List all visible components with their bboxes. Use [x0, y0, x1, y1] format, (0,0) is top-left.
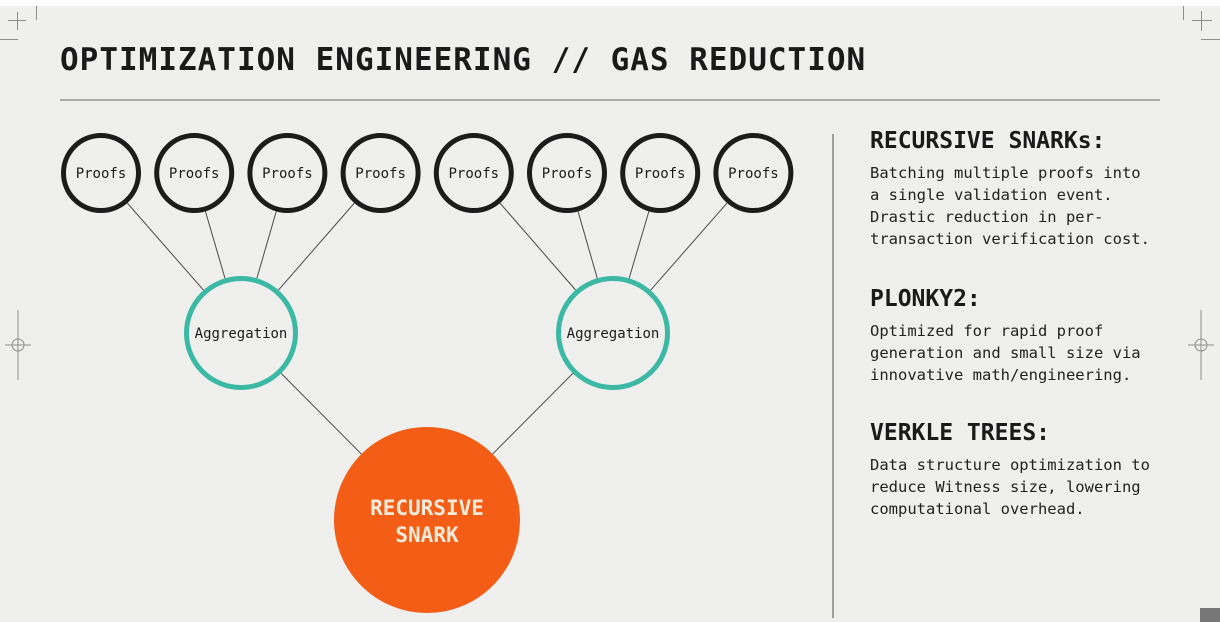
section-plonky2: PLONKY2: Optimized for rapid proof gener… — [870, 286, 1200, 386]
aggregation-node-label: Aggregation — [567, 326, 660, 342]
proof-node-label: Proofs — [728, 166, 779, 182]
proof-to-aggregation-line — [204, 211, 226, 279]
proof-to-aggregation-line — [256, 211, 277, 279]
proof-node-label: Proofs — [449, 166, 500, 182]
aggregation-node-circle — [184, 276, 298, 390]
page-title: OPTIMIZATION ENGINEERING // GAS REDUCTIO… — [60, 42, 867, 78]
proof-node: Proofs — [61, 133, 141, 213]
aggregation-to-root-line — [492, 373, 574, 455]
proof-node-label: Proofs — [76, 166, 127, 182]
proof-node-circle — [713, 133, 794, 213]
section-heading: PLONKY2: — [870, 286, 981, 312]
proof-node-circle — [61, 133, 141, 213]
aggregation-node-circle — [556, 276, 670, 390]
slide: OPTIMIZATION ENGINEERING // GAS REDUCTIO… — [0, 6, 1220, 622]
corner-mark-top-right — [1201, 11, 1202, 31]
aggregation-node: Aggregation — [556, 276, 670, 390]
aggregation-to-root-line — [280, 373, 362, 455]
proof-node-circle — [247, 133, 328, 213]
corner-mark-top-left — [17, 12, 18, 30]
crosshair-mark-left — [5, 310, 31, 380]
proof-node: Proofs — [247, 133, 328, 213]
proof-node: Proofs — [154, 133, 235, 213]
section-body: Data structure optimization to reduce Wi… — [870, 456, 1150, 518]
title-divider — [60, 99, 1160, 101]
section-heading: VERKLE TREES: — [870, 420, 1051, 446]
proof-to-aggregation-line — [577, 211, 598, 279]
proof-node-label: Proofs — [355, 166, 406, 182]
crosshair-mark-right — [1188, 310, 1214, 380]
proof-node-label: Proofs — [542, 166, 593, 182]
section-body: Batching multiple proofs into a single v… — [870, 164, 1150, 248]
proof-node-circle — [433, 133, 514, 213]
tree-nodes: Proofs Proofs Proofs Proofs Proofs Proofs Proo… — [61, 133, 794, 613]
proof-node: Proofs — [340, 133, 421, 213]
scroll-handle[interactable] — [1200, 608, 1220, 622]
proof-node-circle — [620, 133, 701, 213]
proof-to-aggregation-line — [126, 202, 204, 291]
corner-mark-top-left — [0, 39, 18, 40]
recursive-snark-node: RECURSIVE SNARK — [334, 427, 520, 613]
aggregation-node: Aggregation — [184, 276, 298, 390]
recursive-snark-label-line1: RECURSIVE — [370, 496, 484, 520]
proof-node: Proofs — [713, 133, 794, 213]
section-recursive-snarks: RECURSIVE SNARKs: Batching multiple proo… — [870, 128, 1200, 250]
recursive-snark-circle — [334, 427, 520, 613]
corner-mark-top-right — [1201, 39, 1220, 40]
proof-node-circle — [154, 133, 235, 213]
corner-mark-top-left — [36, 6, 37, 20]
proof-to-aggregation-line — [499, 202, 576, 291]
column-divider — [832, 134, 834, 618]
aggregation-node-label: Aggregation — [195, 326, 288, 342]
section-verkle-trees: VERKLE TREES: Data structure optimizatio… — [870, 420, 1200, 520]
proof-node: Proofs — [527, 133, 607, 213]
proof-to-aggregation-line — [278, 202, 355, 291]
section-heading: RECURSIVE SNARKs: — [870, 128, 1106, 154]
proof-node-label: Proofs — [635, 166, 686, 182]
connector-lines — [126, 202, 728, 455]
corner-mark-top-right — [1183, 6, 1184, 20]
corner-mark-top-right — [1192, 20, 1212, 21]
proof-node-circle — [527, 133, 607, 213]
proof-node: Proofs — [433, 133, 514, 213]
proof-to-aggregation-line — [650, 202, 728, 291]
proof-node-circle — [340, 133, 421, 213]
proof-node-label: Proofs — [169, 166, 220, 182]
proof-node: Proofs — [620, 133, 701, 213]
recursive-snark-label-line2: SNARK — [395, 523, 459, 547]
proof-to-aggregation-line — [628, 211, 650, 279]
proof-node-label: Proofs — [262, 166, 313, 182]
section-body: Optimized for rapid proof generation and… — [870, 322, 1141, 384]
